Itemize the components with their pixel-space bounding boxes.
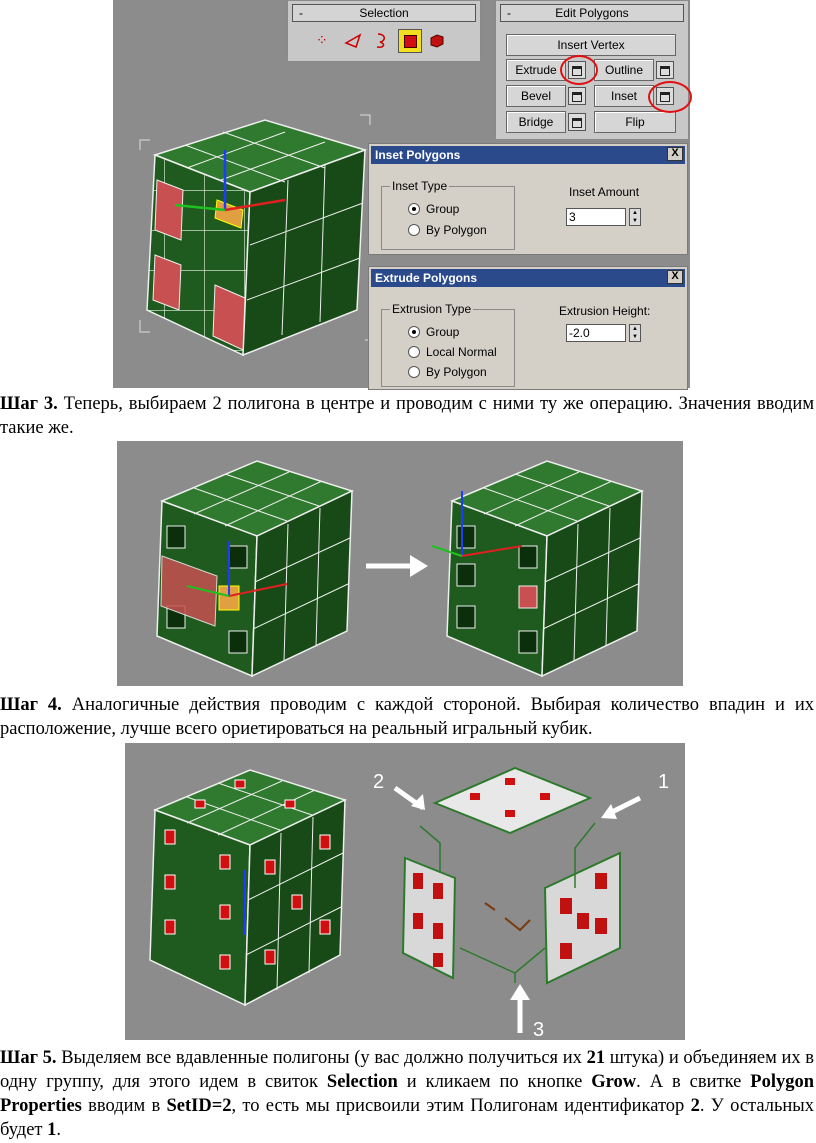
collapse-minus: - (507, 6, 511, 20)
bridge-button[interactable]: Bridge (506, 111, 566, 133)
cube-render-3a (149, 769, 348, 1007)
callout-label-3: 3 (533, 1019, 545, 1040)
step5-count: 21 (586, 1048, 606, 1068)
polygon-mode-icon[interactable] (398, 29, 422, 53)
step5-id-one: 1 (47, 1120, 57, 1140)
extrusion-height-input[interactable]: -2.0 (566, 324, 626, 342)
extrude-dialog-title: Extrude Polygons (371, 269, 685, 287)
extrude-local-normal-radio[interactable]: Local Normal (408, 344, 497, 360)
bevel-settings-icon[interactable] (568, 87, 586, 105)
highlight-circle-inset (648, 81, 692, 113)
vertex-mode-icon[interactable]: ⁘ (316, 32, 328, 48)
inset-amount-spinner[interactable]: ▲▼ (629, 208, 641, 226)
step5-text: Выделяем все вдавленные полигоны (у вас … (61, 1048, 587, 1068)
extrusion-type-group: Extrusion Type Group Local Normal By Pol… (381, 302, 515, 387)
flip-button[interactable]: Flip (594, 111, 676, 133)
step3-label: Шаг 3. (0, 394, 58, 414)
step5-text: , то есть мы присвоили этим Полигонам ид… (231, 1096, 691, 1116)
inset-by-polygon-radio[interactable]: By Polygon (408, 222, 487, 238)
inset-dialog-title: Inset Polygons (371, 146, 685, 164)
inset-amount-label: Inset Amount (569, 185, 640, 199)
step5-polygon-properties-term: Polygon Properties (0, 1072, 814, 1116)
callout-label-1: 1 (658, 771, 670, 793)
close-icon[interactable]: X (667, 147, 683, 161)
collapse-minus: - (299, 6, 303, 20)
step5-id-two: 2 (690, 1096, 700, 1116)
bevel-button[interactable]: Bevel (506, 85, 566, 107)
edit-polygons-title: Edit Polygons (555, 6, 629, 20)
step5-setid-term: SetID=2 (166, 1096, 232, 1116)
highlight-circle-extrude (560, 55, 598, 85)
step5-paragraph: Шаг 5. Выделяем все вдавленные полигоны … (0, 1046, 814, 1142)
step5-selection-term: Selection (326, 1072, 398, 1092)
element-mode-icon[interactable] (428, 31, 446, 49)
extrude-group-radio[interactable]: Group (408, 324, 459, 340)
inset-polygons-dialog: Inset Polygons X Inset Type Group By Pol… (368, 143, 688, 255)
step4-paragraph: Шаг 4. Аналогичные действия проводим с к… (0, 693, 814, 741)
extrude-polygons-dialog: Extrude Polygons X Extrusion Type Group … (368, 266, 688, 390)
extrusion-height-label: Extrusion Height: (559, 304, 651, 318)
step5-text: . А в свитке (636, 1072, 751, 1092)
extrusion-height-spinner[interactable]: ▲▼ (629, 324, 641, 342)
inset-type-group: Inset Type Group By Polygon (381, 179, 515, 250)
step4-text: Аналогичные действия проводим с каждой с… (0, 695, 814, 739)
bridge-settings-icon[interactable] (568, 113, 586, 131)
step3-paragraph: Шаг 3. Теперь, выбираем 2 полигона в цен… (0, 392, 814, 440)
insert-vertex-button[interactable]: Insert Vertex (506, 34, 676, 56)
inset-type-label: Inset Type (390, 179, 450, 193)
step5-text: . (56, 1120, 62, 1140)
step4-label: Шаг 4. (0, 695, 62, 715)
extrude-by-polygon-radio[interactable]: By Polygon (408, 364, 487, 380)
border-mode-icon[interactable] (372, 31, 390, 49)
edge-mode-icon[interactable] (344, 31, 362, 49)
step5-text: и кликаем по кнопке (397, 1072, 592, 1092)
arrow-right-icon (366, 555, 428, 577)
cube-render-2a (156, 460, 355, 678)
step3-text: Теперь, выбираем 2 полигона в центре и п… (0, 394, 815, 438)
inset-button[interactable]: Inset (594, 85, 654, 107)
extrude-button[interactable]: Extrude (506, 59, 566, 81)
viewport-2 (117, 441, 683, 686)
step5-label: Шаг 5. (0, 1048, 57, 1068)
callout-label-2: 2 (373, 771, 385, 793)
edit-polygons-rollout: - Edit Polygons Insert Vertex Extrude Ou… (495, 0, 689, 140)
inset-amount-input[interactable]: 3 (566, 208, 626, 226)
step5-text: штука) и объединяем их в одну группу, дл… (0, 1048, 815, 1092)
selection-rollout: - Selection ⁘ (287, 0, 481, 62)
step5-text: вводим в (81, 1096, 167, 1116)
close-icon[interactable]: X (667, 270, 683, 284)
cube-exploded-3b (393, 766, 642, 1033)
outline-button[interactable]: Outline (594, 59, 654, 81)
selection-title: Selection (359, 6, 409, 20)
edit-polygons-header[interactable]: - Edit Polygons (500, 4, 684, 22)
extrusion-type-label: Extrusion Type (390, 302, 474, 316)
step5-text: . У остальных будет (0, 1096, 814, 1140)
cube-render-1 (139, 114, 376, 357)
step5-grow-term: Grow (591, 1072, 637, 1092)
selection-rollout-header[interactable]: - Selection (292, 4, 476, 22)
outline-settings-icon[interactable] (656, 61, 674, 79)
viewport-3: 2 1 3 (125, 743, 685, 1040)
inset-group-radio[interactable]: Group (408, 201, 459, 217)
cube-render-2b (431, 460, 645, 678)
